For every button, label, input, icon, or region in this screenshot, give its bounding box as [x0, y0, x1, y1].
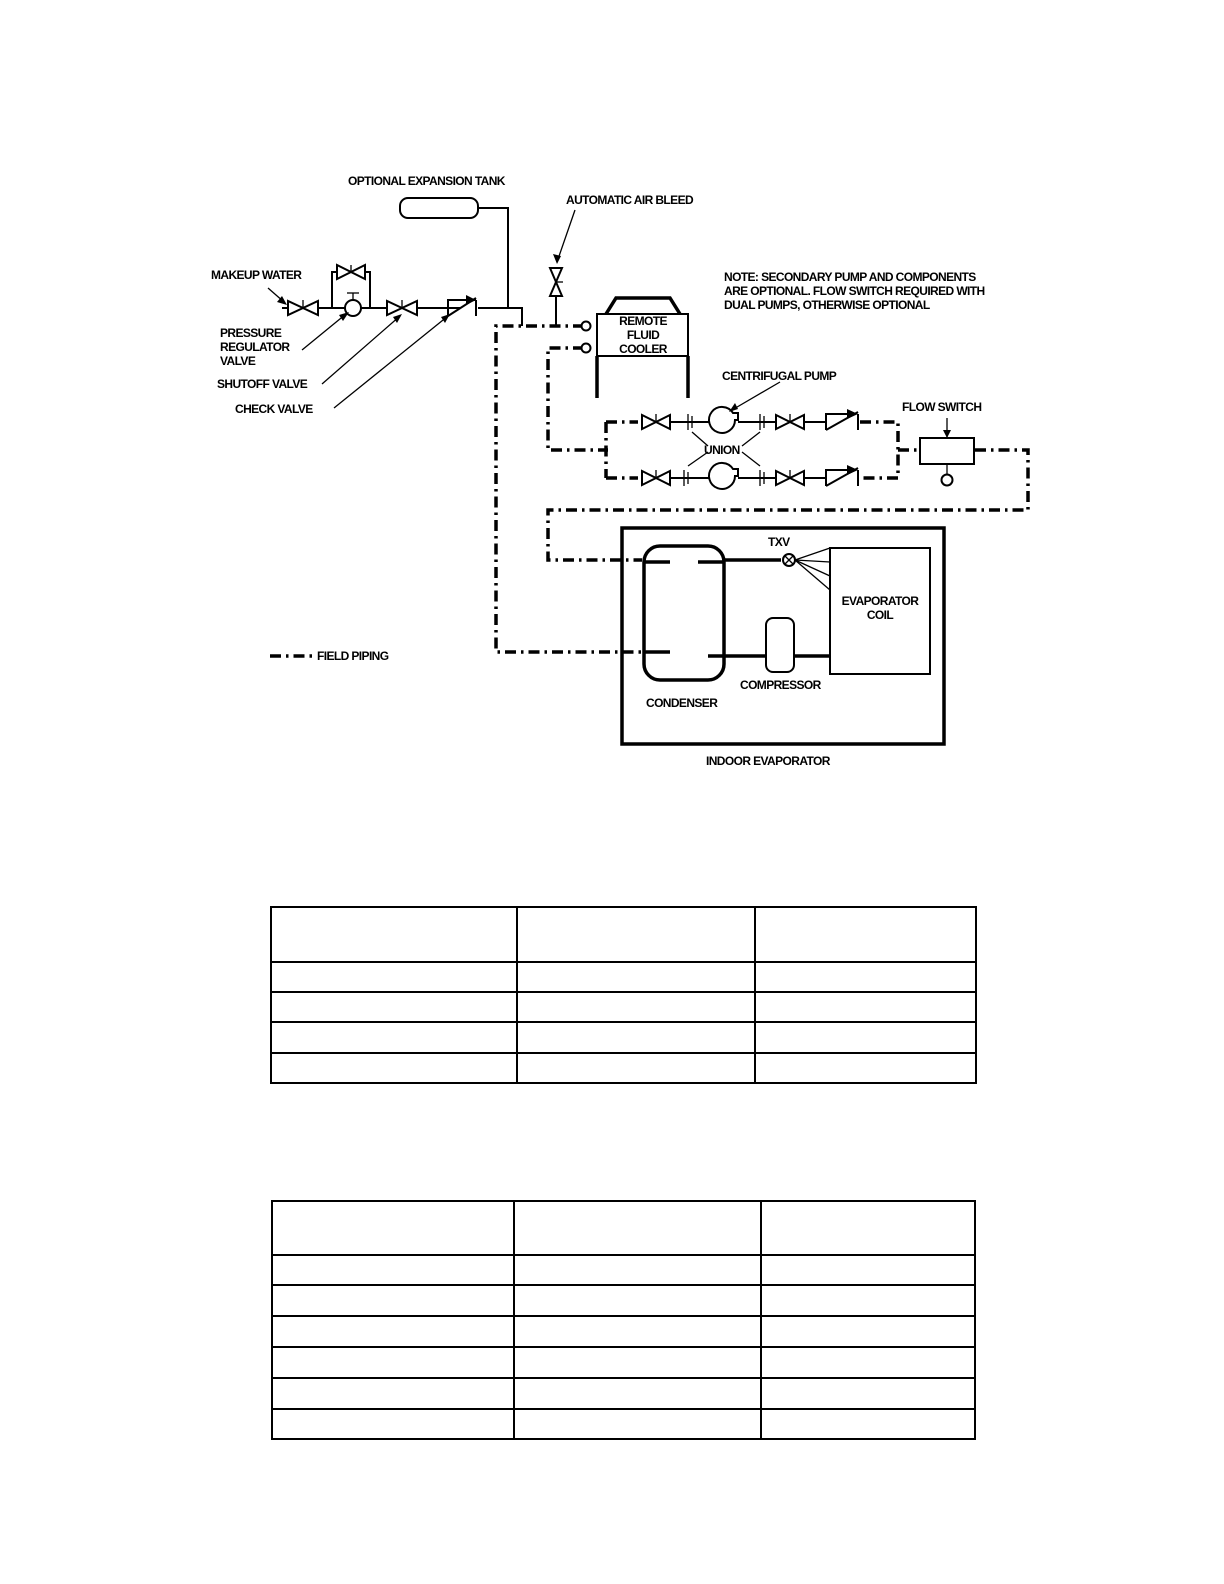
condenser-vessel — [642, 544, 726, 682]
table-cell — [754, 961, 977, 993]
shutoff-valve-icon — [386, 299, 418, 317]
remote-fluid-cooler — [580, 296, 690, 398]
table-cell — [270, 1052, 518, 1084]
air-bleed-valve-icon — [548, 267, 564, 326]
flow-switch — [919, 418, 975, 487]
table-cell — [271, 1284, 515, 1317]
label-evaporator-coil-1: EVAPORATOR — [842, 594, 920, 608]
bypass-valve-icon — [336, 263, 366, 281]
table-cell — [271, 1315, 515, 1348]
table-cell — [270, 1021, 518, 1054]
label-note-2: ARE OPTIONAL. FLOW SWITCH REQUIRED WITH — [724, 284, 985, 298]
label-field-piping: FIELD PIPING — [317, 649, 389, 663]
table-cell — [516, 961, 756, 993]
table-row — [271, 1284, 976, 1317]
table-cell — [516, 1052, 756, 1084]
check-valve-icon — [447, 295, 477, 317]
label-note-3: DUAL PUMPS, OTHERWISE OPTIONAL — [724, 298, 930, 312]
table-cell — [513, 1200, 762, 1256]
piping-schematic: OPTIONAL EXPANSION TANK AUTOMATIC AIR BL… — [211, 174, 1030, 768]
table-cell — [513, 1377, 762, 1410]
table-row — [270, 1021, 977, 1054]
label-makeup-water: MAKEUP WATER — [211, 268, 302, 282]
table-cell — [513, 1346, 762, 1379]
label-cooler-2: FLUID — [627, 328, 660, 342]
table-row — [270, 961, 977, 993]
table-cell — [516, 906, 756, 963]
label-pressure-regulator-2: REGULATOR — [220, 340, 290, 354]
table-cell — [754, 1021, 977, 1054]
field-piping-loop — [270, 324, 1030, 658]
label-condenser: CONDENSER — [646, 696, 718, 710]
label-union: UNION — [704, 443, 740, 457]
table-cell — [760, 1377, 976, 1410]
table-row — [271, 1346, 976, 1379]
table-row — [270, 906, 977, 963]
table-row — [270, 1052, 977, 1084]
table-row — [271, 1315, 976, 1348]
table-cell — [754, 991, 977, 1023]
table-cell — [271, 1408, 515, 1440]
indoor-evaporator-unit — [620, 526, 946, 746]
table-cell — [513, 1284, 762, 1317]
table-row — [270, 991, 977, 1023]
label-centrifugal-pump: CENTRIFUGAL PUMP — [722, 369, 837, 383]
table-cell — [271, 1377, 515, 1410]
label-pressure-regulator-1: PRESSURE — [220, 326, 282, 340]
table-cell — [513, 1315, 762, 1348]
table-cell — [754, 906, 977, 963]
table-cell — [760, 1408, 976, 1440]
makeup-shutoff-valve-icon — [287, 299, 319, 317]
compressor-body — [765, 617, 795, 673]
label-shutoff-valve: SHUTOFF VALVE — [217, 377, 308, 391]
label-cooler-1: REMOTE — [619, 314, 667, 328]
table-cell — [271, 1200, 515, 1256]
label-cooler-3: COOLER — [619, 342, 668, 356]
pump-row-top — [641, 405, 859, 434]
table-cell — [271, 1254, 515, 1286]
table-cell — [754, 1052, 977, 1084]
table-row — [271, 1200, 976, 1256]
table-cell — [760, 1254, 976, 1286]
label-note-1: NOTE: SECONDARY PUMP AND COMPONENTS — [724, 270, 976, 284]
table-row — [271, 1254, 976, 1286]
table-cell — [271, 1346, 515, 1379]
label-check-valve: CHECK VALVE — [235, 402, 313, 416]
table-cell — [516, 991, 756, 1023]
table-row — [271, 1408, 976, 1440]
table-row — [271, 1377, 976, 1410]
table-cell — [270, 906, 518, 963]
label-flow-switch: FLOW SWITCH — [902, 400, 981, 414]
table-cell — [760, 1346, 976, 1379]
table-cell — [513, 1254, 762, 1286]
label-expansion-tank: OPTIONAL EXPANSION TANK — [348, 174, 506, 188]
table-cell — [760, 1284, 976, 1317]
table-cell — [513, 1408, 762, 1440]
label-evaporator-coil-2: COIL — [867, 608, 894, 622]
table-cell — [270, 961, 518, 993]
table-cell — [270, 991, 518, 1023]
label-pressure-regulator-3: VALVE — [220, 354, 256, 368]
expansion-tank — [399, 197, 479, 219]
leader-lines — [267, 209, 781, 412]
label-compressor: COMPRESSOR — [740, 678, 822, 692]
table-cell — [760, 1200, 976, 1256]
label-indoor-evaporator: INDOOR EVAPORATOR — [706, 754, 831, 768]
table-cell — [760, 1315, 976, 1348]
pump-row-bottom — [641, 461, 859, 490]
union-pointers — [687, 431, 761, 467]
table-cell — [516, 1021, 756, 1054]
label-txv: TXV — [768, 535, 790, 549]
table-1 — [270, 906, 977, 1084]
label-air-bleed: AUTOMATIC AIR BLEED — [566, 193, 694, 207]
table-2 — [271, 1200, 976, 1440]
